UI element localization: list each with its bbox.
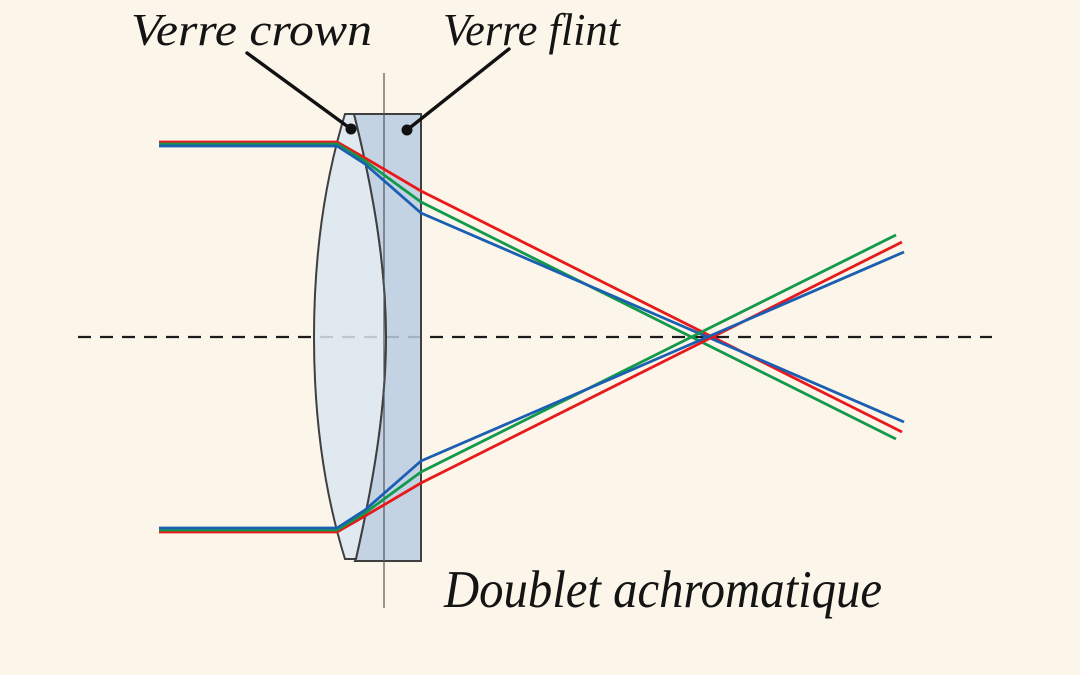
crown-label-pointer-dot bbox=[345, 123, 357, 135]
flint-label-pointer-dot bbox=[401, 124, 413, 136]
crown-label-pointer-line bbox=[245, 51, 353, 131]
red-ray-top bbox=[159, 140, 903, 434]
crown-glass-label: Verre crown bbox=[131, 5, 372, 55]
flint-label-pointer-line bbox=[405, 47, 511, 132]
blue-ray-bottom bbox=[159, 250, 905, 530]
caption-label: Doublet achromatique bbox=[443, 561, 882, 619]
flint-glass-label: Verre flint bbox=[443, 5, 621, 55]
flint-lens bbox=[352, 113, 422, 562]
blue-ray-top bbox=[159, 144, 905, 424]
red-ray-bottom bbox=[159, 240, 903, 534]
